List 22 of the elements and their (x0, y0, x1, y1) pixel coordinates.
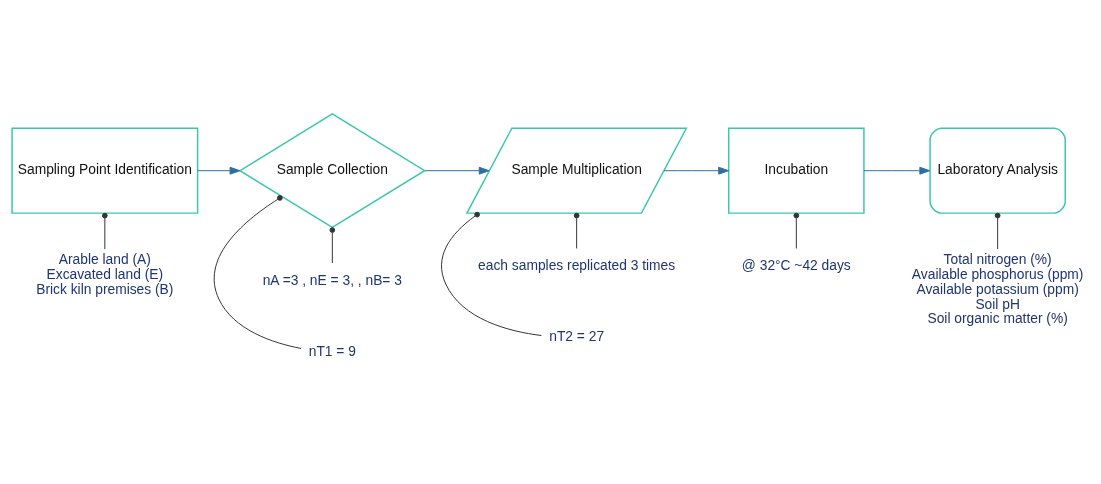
node-text: Total nitrogen (%) Available phosphorus (ppm) Available potassium (ppm) Soil pH Soil organic matter (%) (911, 251, 1084, 327)
connector (329, 227, 336, 264)
node-box: Sampling Point Identification (11, 127, 199, 214)
arrow (197, 166, 241, 175)
connector (573, 212, 580, 249)
connector (101, 212, 108, 250)
node-text: nT2 = 27 (549, 328, 605, 345)
node-text: @ 32°C ~42 days (741, 257, 851, 274)
node-box: Incubation (728, 127, 865, 214)
node-text: nT1 = 9 (308, 342, 356, 359)
connector (793, 212, 800, 249)
node-text: Arable land (A) Excavated land (E) Brick kiln premises (B) (36, 251, 174, 297)
node-text: each samples replicated 3 times (478, 257, 676, 274)
node-text: nA =3 , nE = 3, , nB= 3 (262, 271, 402, 288)
arrow (424, 166, 490, 175)
connector (441, 211, 542, 336)
arrow (663, 166, 730, 175)
connector (213, 195, 302, 349)
node-box: Laboratory Analysis (929, 127, 1066, 214)
node-diamond: Sample Collection (238, 113, 426, 229)
arrow (863, 166, 931, 175)
connector (994, 212, 1001, 250)
